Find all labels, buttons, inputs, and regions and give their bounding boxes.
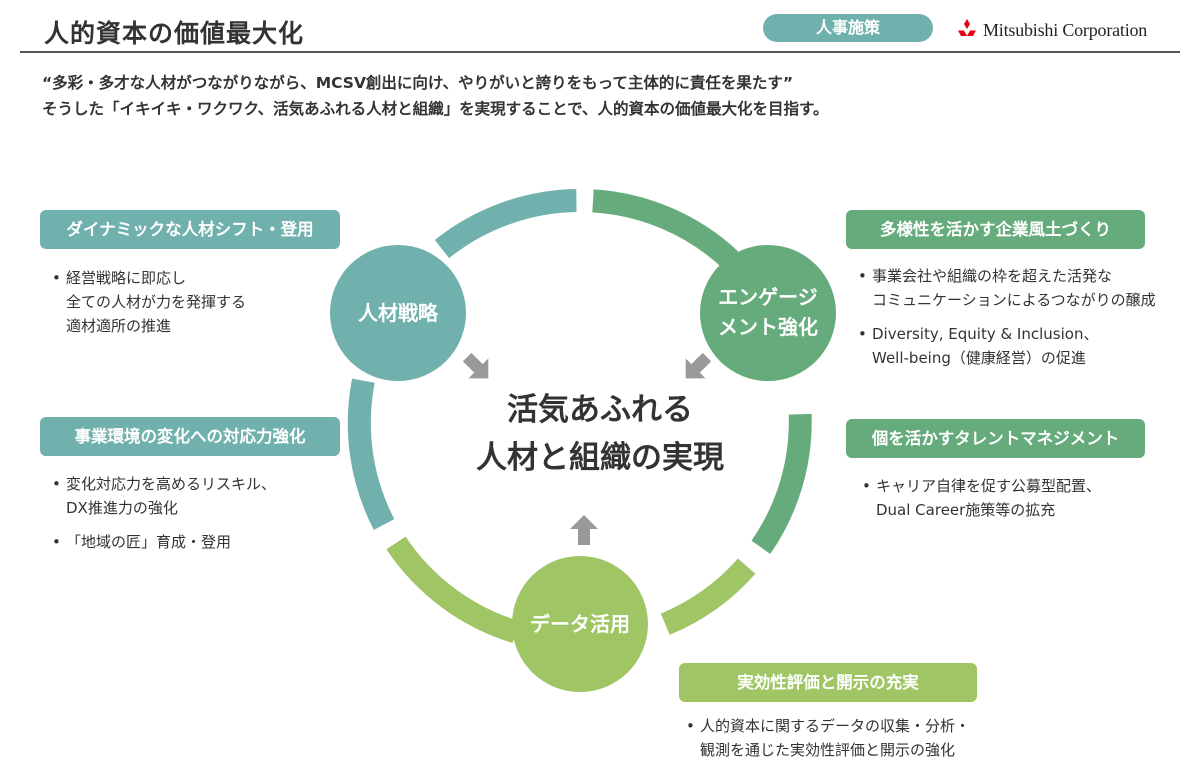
node-data bbox=[512, 556, 648, 692]
company-logo: Mitsubishi Corporation bbox=[955, 18, 1147, 42]
bullets-talent-management: キャリア自律を促す公募型配置、 Dual Career施策等の拡充 bbox=[862, 474, 1101, 532]
arrow-from-strategy-icon bbox=[462, 352, 489, 379]
arrow-from-data-icon bbox=[570, 515, 598, 545]
bullet-line: 全ての人材が力を発揮する bbox=[66, 293, 247, 311]
ring-segment-left bbox=[347, 378, 395, 530]
bullet-line: Well-being（健康経営）の促進 bbox=[872, 349, 1086, 367]
bullet-line: キャリア自律を促す公募型配置、 bbox=[876, 477, 1102, 495]
page-title: 人的資本の価値最大化 bbox=[44, 19, 305, 48]
ring-segment-top-right bbox=[592, 189, 739, 269]
bullet-line: コミュニケーションによるつながりの醸成 bbox=[872, 291, 1156, 309]
node-engagement-label-line1: エンゲージ bbox=[718, 285, 818, 309]
intro-statement: “多彩・多才な人材がつながりながら、MCSV創出に向け、やりがいと誇りをもって主… bbox=[42, 70, 1172, 122]
bullets-evaluation-disclosure: 人的資本に関するデータの収集・分析・ 観測を通じた実効性評価と開示の強化 bbox=[686, 714, 970, 762]
bullet-line: 事業会社や組織の枠を超えた活発な bbox=[872, 267, 1113, 285]
bullet-line: 適材適所の推進 bbox=[66, 317, 172, 335]
bullet-line: 経営戦略に即応し bbox=[66, 269, 187, 287]
ring-segment-right bbox=[751, 413, 812, 554]
title-divider bbox=[20, 51, 1180, 53]
section-header-adaptability: 事業環境の変化への対応力強化 bbox=[40, 417, 340, 456]
intro-line-1: “多彩・多才な人材がつながりながら、MCSV創出に向け、やりがいと誇りをもって主… bbox=[42, 74, 794, 92]
center-goal-line-1: 活気あふれる bbox=[507, 392, 693, 428]
node-strategy bbox=[330, 245, 466, 381]
intro-line-2: そうした「イキイキ・ワクワク、活気あふれる人材と組織」を実現することで、人的資本… bbox=[42, 100, 829, 118]
bullet-line: DX推進力の強化 bbox=[66, 499, 178, 517]
node-engagement bbox=[700, 245, 836, 381]
center-goal: 活気あふれる 人材と組織の実現 bbox=[430, 386, 770, 482]
bullet-line: 変化対応力を高めるリスキル、 bbox=[66, 475, 277, 493]
section-header-diversity-culture: 多様性を活かす企業風土づくり bbox=[846, 210, 1145, 249]
bullet-line: Dual Career施策等の拡充 bbox=[876, 501, 1056, 519]
bullet-item: 変化対応力を高めるリスキル、 DX推進力の強化 bbox=[52, 472, 276, 520]
bullet-item: Diversity, Equity & Inclusion、 Well-bein… bbox=[858, 322, 1156, 370]
bullets-talent-shift: 経営戦略に即応し 全ての人材が力を発揮する 適材適所の推進 bbox=[52, 266, 246, 348]
bullet-item: 経営戦略に即応し 全ての人材が力を発揮する 適材適所の推進 bbox=[52, 266, 246, 338]
node-strategy-label: 人材戦略 bbox=[358, 301, 439, 325]
bullet-item: 「地域の匠」育成・登用 bbox=[52, 530, 276, 554]
arrow-from-engagement-icon bbox=[685, 352, 712, 379]
bullet-line: Diversity, Equity & Inclusion、 bbox=[872, 325, 1099, 343]
bullets-adaptability: 変化対応力を高めるリスキル、 DX推進力の強化 「地域の匠」育成・登用 bbox=[52, 472, 276, 564]
category-badge: 人事施策 bbox=[763, 14, 933, 42]
ring-segment-top-left bbox=[434, 189, 577, 259]
bullet-item: 人的資本に関するデータの収集・分析・ 観測を通じた実効性評価と開示の強化 bbox=[686, 714, 970, 762]
section-header-talent-shift: ダイナミックな人材シフト・登用 bbox=[40, 210, 340, 249]
bullet-item: キャリア自律を促す公募型配置、 Dual Career施策等の拡充 bbox=[862, 474, 1101, 522]
node-data-label: データ活用 bbox=[530, 612, 630, 636]
bullet-line: 観測を通じた実効性評価と開示の強化 bbox=[700, 741, 956, 759]
bullet-item: 事業会社や組織の枠を超えた活発な コミュニケーションによるつながりの醸成 bbox=[858, 264, 1156, 312]
section-header-evaluation-disclosure: 実効性評価と開示の充実 bbox=[679, 663, 977, 702]
bullet-line: 人的資本に関するデータの収集・分析・ bbox=[700, 717, 971, 735]
center-goal-line-2: 人材と組織の実現 bbox=[476, 440, 724, 476]
bullet-line: 「地域の匠」育成・登用 bbox=[66, 533, 232, 551]
section-header-talent-management: 個を活かすタレントマネジメント bbox=[846, 419, 1145, 458]
bullets-diversity-culture: 事業会社や組織の枠を超えた活発な コミュニケーションによるつながりの醸成 Div… bbox=[858, 264, 1156, 380]
ring-segment-bottom-right bbox=[660, 558, 756, 635]
logo-wordmark: Mitsubishi Corporation bbox=[983, 19, 1148, 40]
ring-segment-bottom-left bbox=[386, 536, 520, 643]
three-diamonds-icon bbox=[958, 19, 976, 36]
node-engagement-label-line2: メント強化 bbox=[718, 315, 818, 339]
